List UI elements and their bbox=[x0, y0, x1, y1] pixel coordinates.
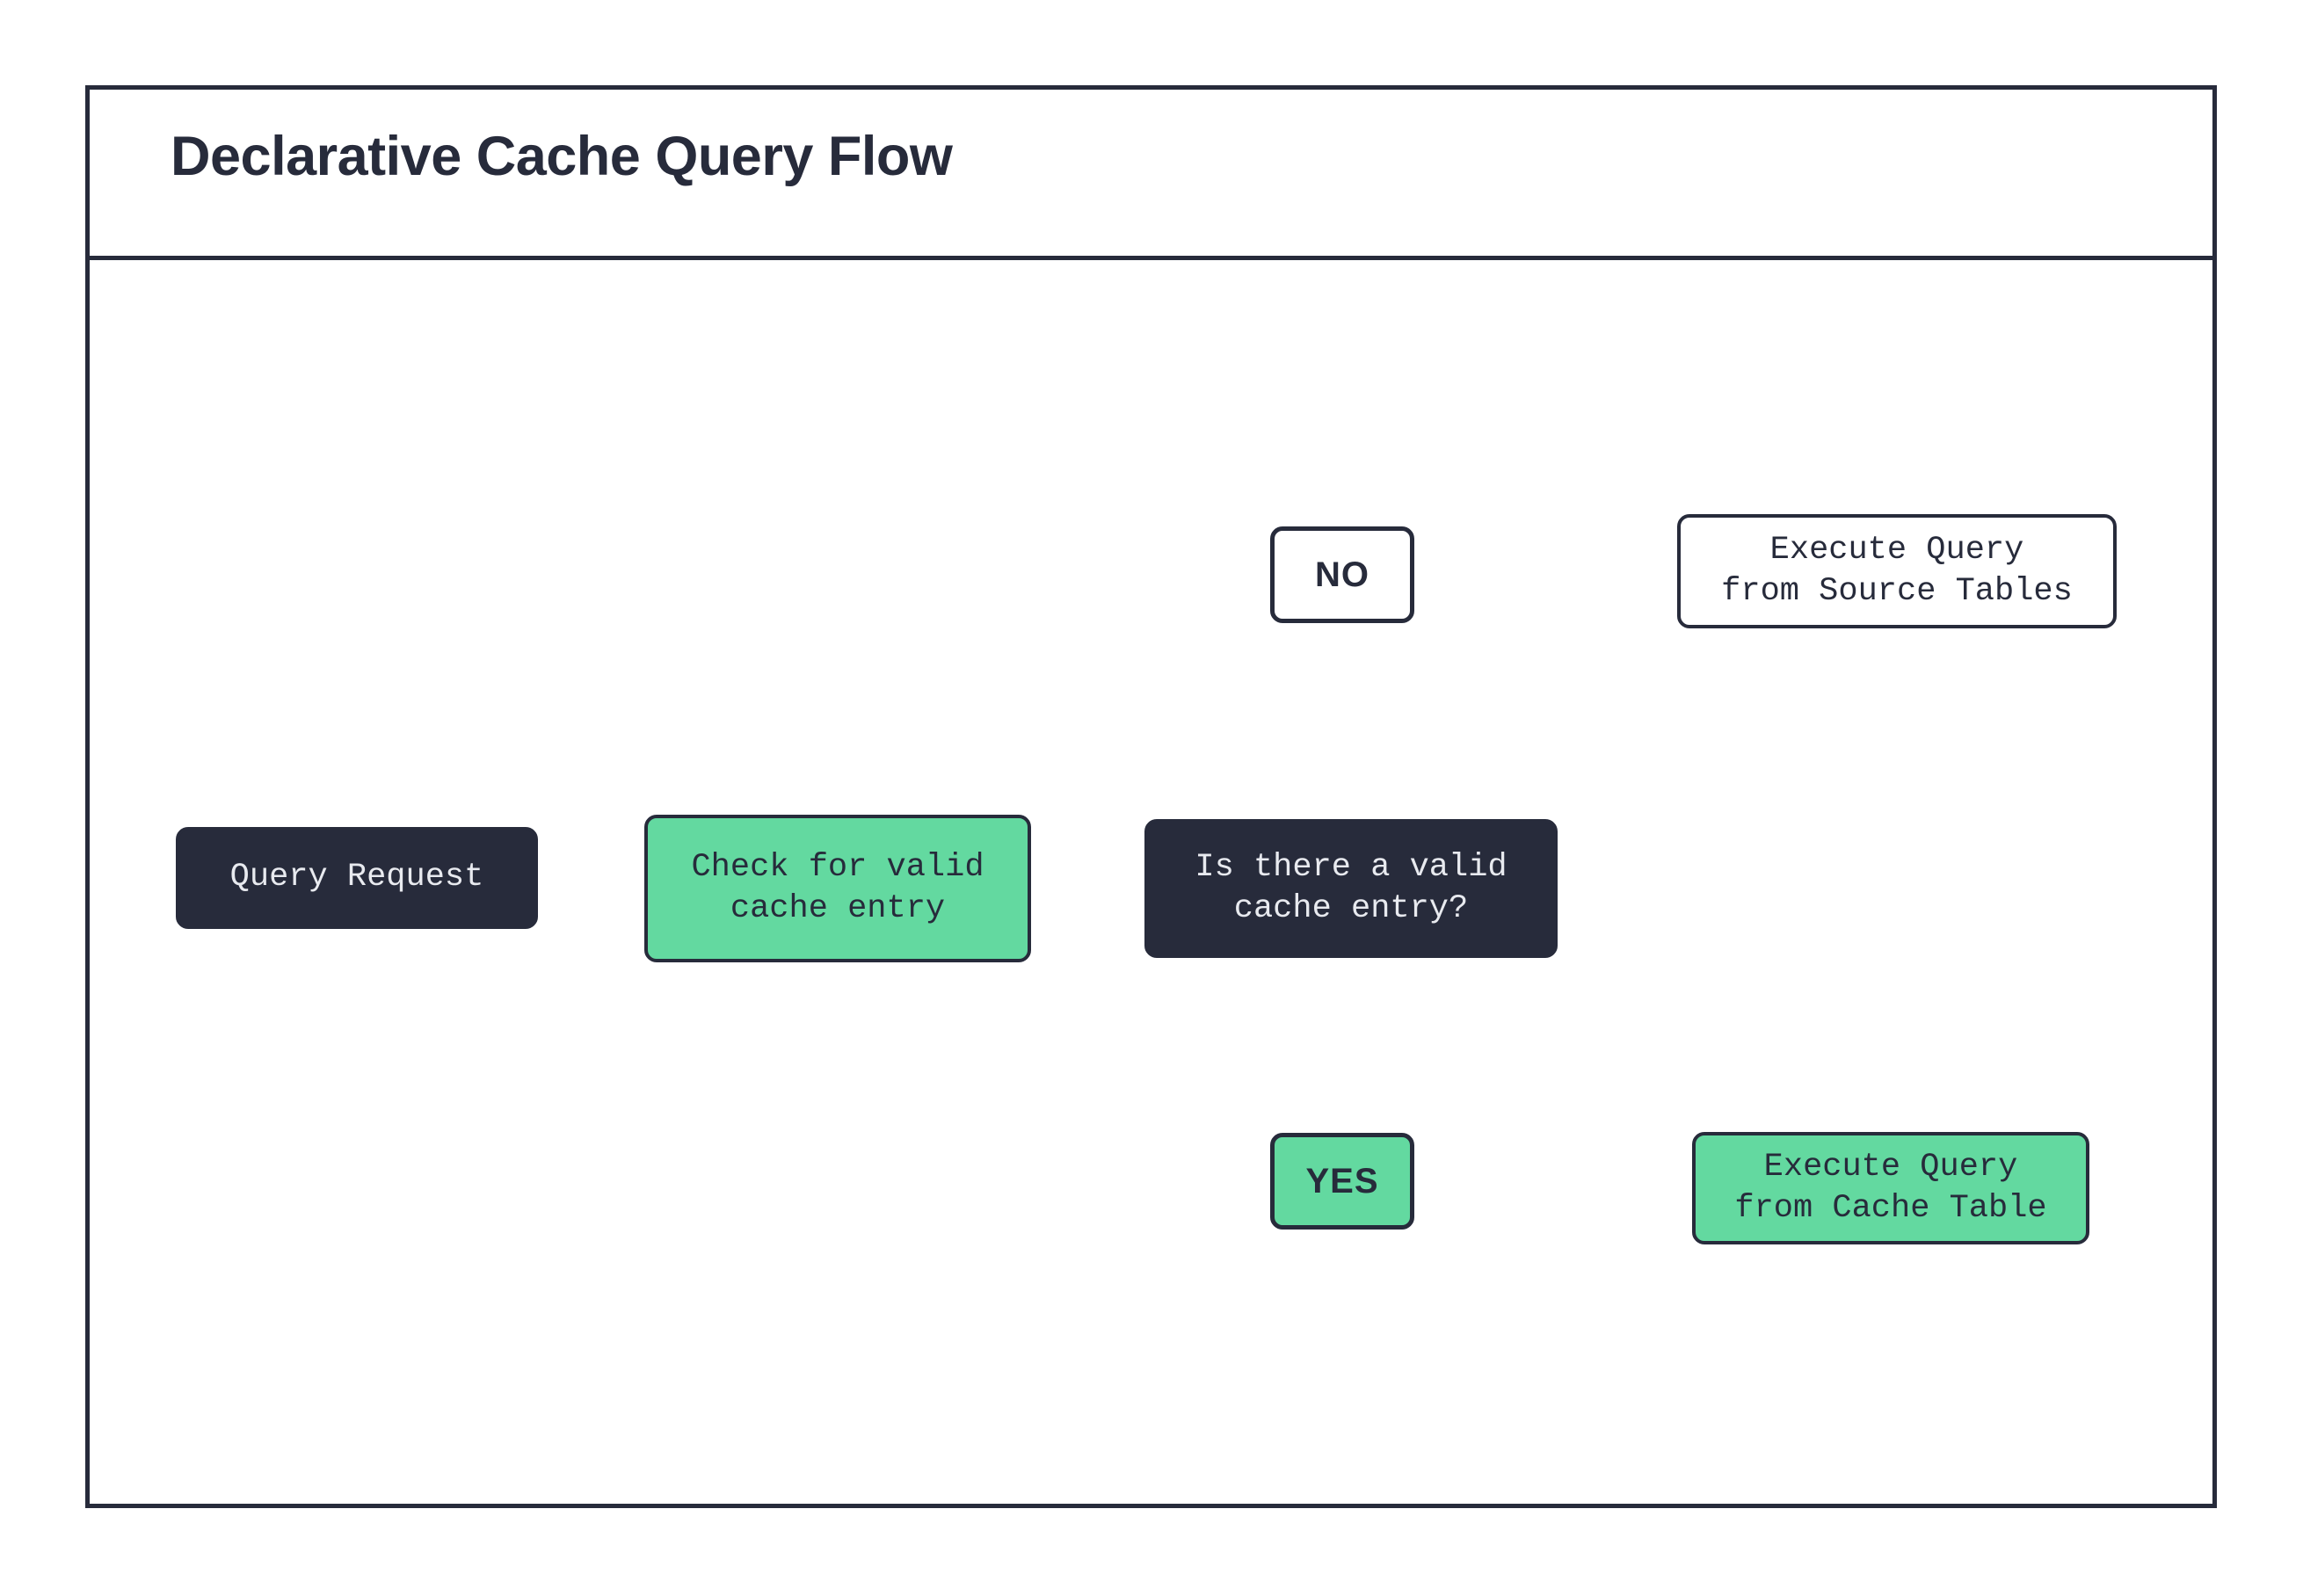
page-title: Declarative Cache Query Flow bbox=[171, 126, 953, 187]
node-query-request[interactable]: Query Request bbox=[176, 827, 538, 929]
diagram-frame: Declarative Cache Query Flow bbox=[85, 85, 2217, 1508]
branch-label-no[interactable]: NO bbox=[1270, 526, 1414, 623]
node-decision-valid-cache-entry[interactable]: Is there a valid cache entry? bbox=[1144, 819, 1558, 958]
branch-label-yes[interactable]: YES bbox=[1270, 1133, 1414, 1230]
title-bar bbox=[90, 90, 2212, 260]
node-execute-query-from-source-tables[interactable]: Execute Query from Source Tables bbox=[1677, 514, 2117, 628]
node-execute-query-from-cache-table[interactable]: Execute Query from Cache Table bbox=[1692, 1132, 2089, 1244]
node-check-for-valid-cache-entry[interactable]: Check for valid cache entry bbox=[644, 815, 1031, 962]
